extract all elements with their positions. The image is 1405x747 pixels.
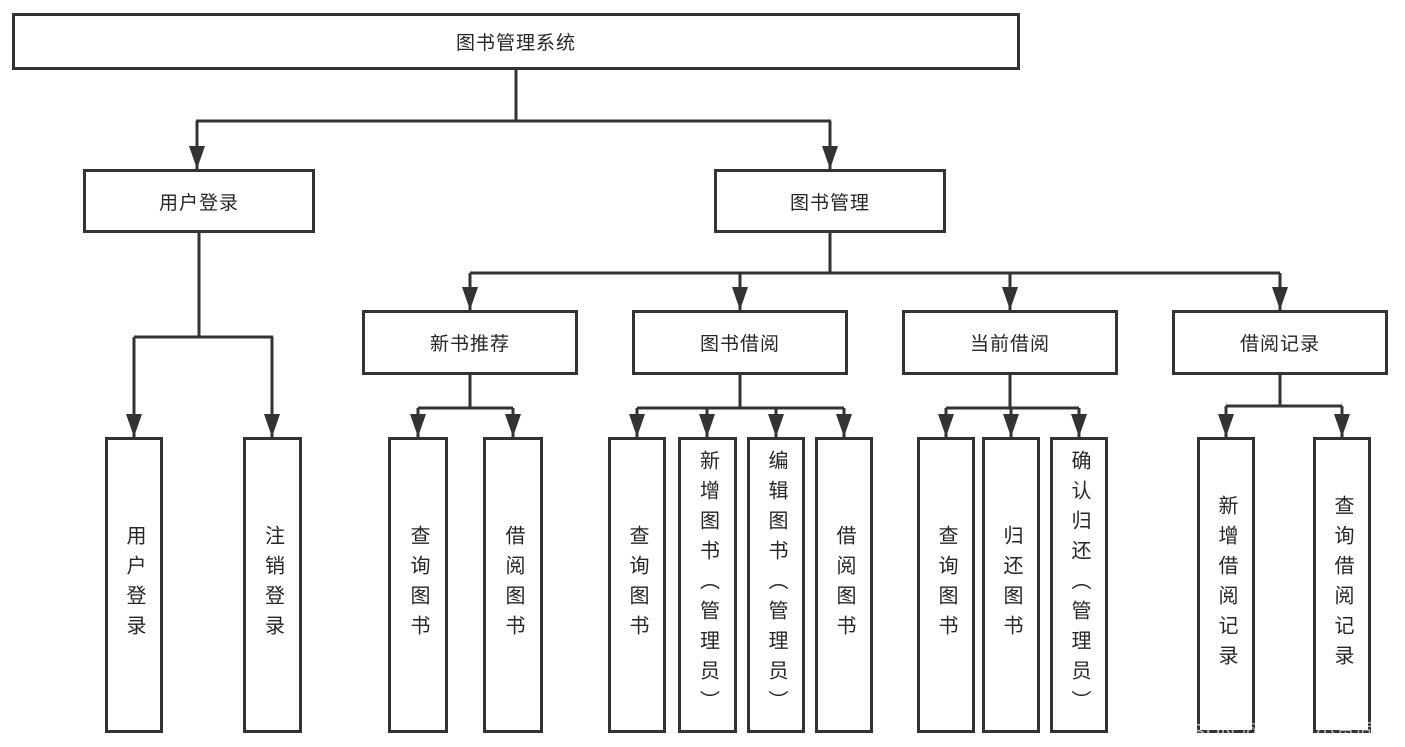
group-borrow-records-label: 借阅记录: [1239, 334, 1320, 355]
connector-current-borrow: [938, 375, 1087, 437]
leaf-cb-confirm-return-admin: 确认归还（管理员）: [1050, 437, 1108, 733]
branch-user-login: 用户登录: [83, 169, 315, 233]
leaf-logout: 注销登录: [243, 437, 302, 733]
leaf-bb-edit-books-admin: 编辑图书（管理员）: [747, 437, 805, 733]
leaf-br-query-record: 查询借阅记录: [1313, 437, 1371, 733]
leaf-nbr-query-books: 查询图书: [388, 437, 448, 733]
leaf-user-login: 用户登录: [105, 437, 163, 733]
leaf-bb-add-books-admin: 新增图书（管理员）: [678, 437, 737, 733]
watermark: CSDN @软件_小贺同学: [1176, 721, 1397, 743]
connector-book-management-branch: [462, 233, 1288, 310]
group-new-book-recommend: 新书推荐: [362, 310, 578, 375]
connector-new-book-recommend: [410, 375, 521, 437]
leaf-bb-add-books-admin-label: 新增图书（管理员）: [696, 450, 719, 720]
group-book-borrow: 图书借阅: [632, 310, 848, 375]
group-book-borrow-label: 图书借阅: [699, 334, 780, 355]
node-root-library-system: 图书管理系统: [12, 13, 1020, 70]
leaf-br-add-record-label: 新增借阅记录: [1215, 495, 1237, 675]
connector-book-borrow: [629, 375, 852, 437]
leaf-cb-query-books: 查询图书: [917, 437, 975, 733]
leaf-cb-return-books-label: 归还图书: [1000, 525, 1022, 645]
leaf-cb-confirm-return-admin-label: 确认归还（管理员）: [1068, 450, 1090, 720]
leaf-bb-query-books: 查询图书: [608, 437, 666, 733]
leaf-br-add-record: 新增借阅记录: [1197, 437, 1255, 733]
connector-root-to-level2: [189, 70, 838, 169]
group-current-borrow: 当前借阅: [902, 310, 1118, 375]
leaf-logout-label: 注销登录: [261, 525, 284, 645]
leaf-bb-edit-books-admin-label: 编辑图书（管理员）: [765, 450, 787, 720]
group-current-borrow-label: 当前借阅: [969, 334, 1050, 355]
branch-book-management: 图书管理: [714, 169, 946, 233]
leaf-nbr-query-books-label: 查询图书: [407, 525, 429, 645]
group-new-book-recommend-label: 新书推荐: [429, 334, 510, 355]
leaf-bb-borrow-books-label: 借阅图书: [833, 525, 855, 645]
leaf-nbr-borrow-books: 借阅图书: [483, 437, 543, 733]
leaf-nbr-borrow-books-label: 借阅图书: [502, 525, 524, 645]
connector-user-login-branch: [126, 233, 280, 437]
node-root-label: 图书管理系统: [455, 33, 576, 54]
branch-book-management-label: 图书管理: [789, 192, 870, 214]
leaf-user-login-label: 用户登录: [123, 525, 145, 645]
branch-user-login-label: 用户登录: [158, 192, 239, 214]
leaf-br-query-record-label: 查询借阅记录: [1331, 495, 1353, 675]
connector-borrow-records: [1218, 375, 1350, 437]
leaf-cb-query-books-label: 查询图书: [935, 525, 957, 645]
group-borrow-records: 借阅记录: [1172, 310, 1388, 375]
leaf-cb-return-books: 归还图书: [982, 437, 1040, 733]
leaf-bb-query-books-label: 查询图书: [626, 525, 648, 645]
leaf-bb-borrow-books: 借阅图书: [815, 437, 873, 733]
